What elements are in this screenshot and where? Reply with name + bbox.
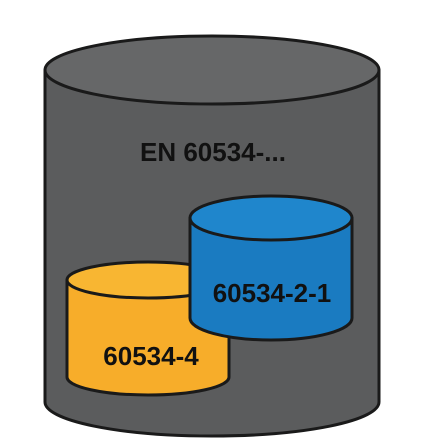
right-cylinder-body — [188, 216, 354, 342]
left-cylinder-label: 60534-4 — [103, 341, 199, 371]
outer-cylinder-top — [43, 34, 381, 106]
right-cylinder-top — [188, 194, 354, 242]
right-cylinder-label: 60534-2-1 — [213, 278, 332, 308]
right-cylinder: 60534-2-1 — [188, 194, 354, 342]
outer-cylinder-label: EN 60534-... — [140, 137, 286, 167]
